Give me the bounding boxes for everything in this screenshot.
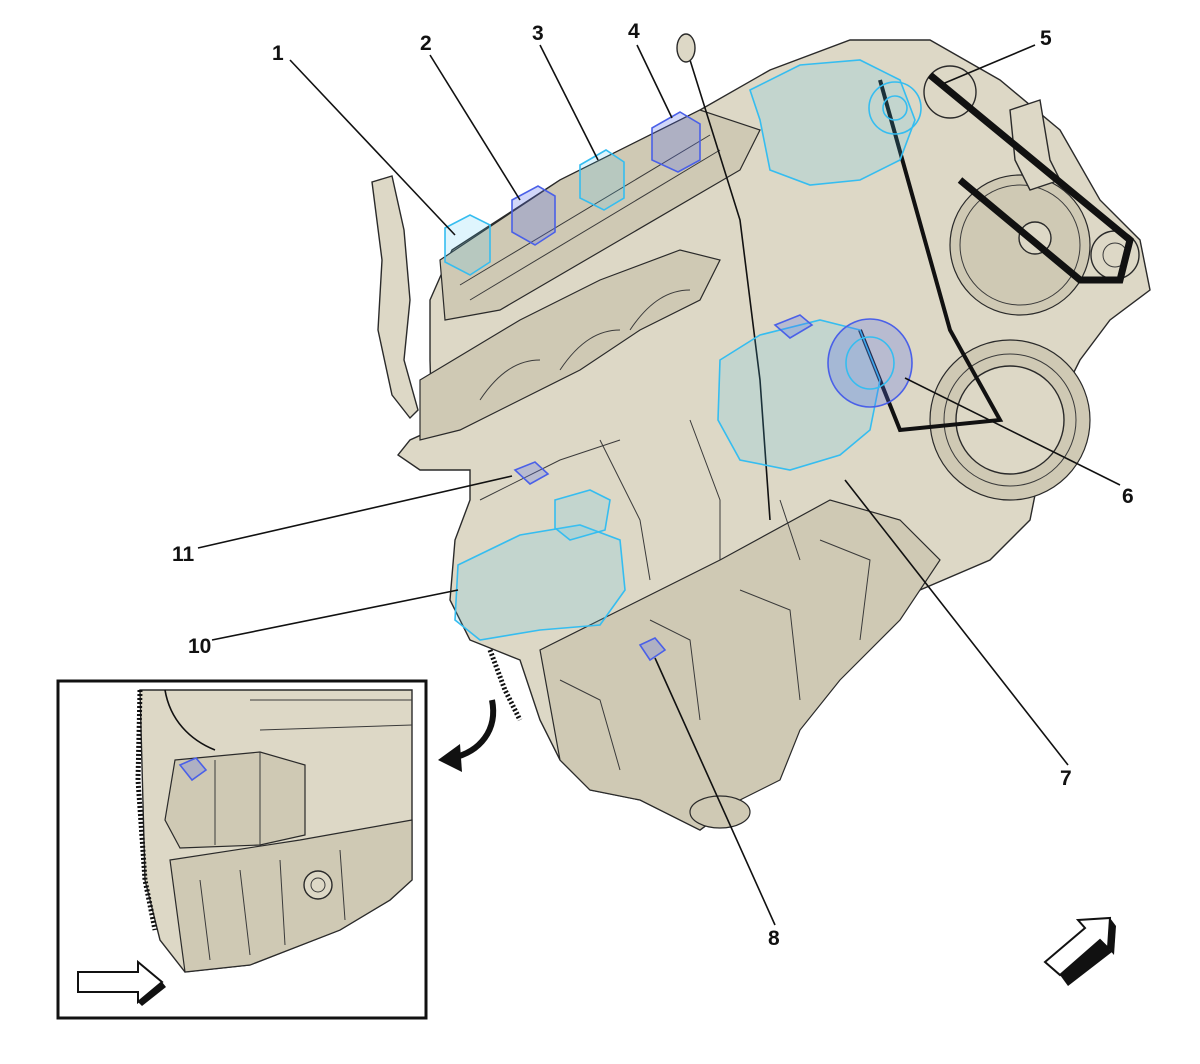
exhaust-manifold [419,249,721,441]
leader-line-4 [636,44,673,119]
leader-line-7 [844,479,1069,766]
inset-oil-pan [169,819,413,973]
starter-motor [454,524,626,641]
callout-1: 1 [272,42,284,65]
leader-lines [99,44,1121,926]
highlighted-components [444,59,922,662]
leader-line-8 [654,657,776,926]
dipstick-tube [689,59,771,521]
leader-line-11 [197,475,513,549]
leader-line-2 [429,54,521,201]
generator [717,319,881,471]
leader-line-5 [939,44,1036,86]
inset-sensor-9 [178,757,208,782]
callout-5: 5 [1040,27,1052,50]
engine-illustration [371,33,1151,831]
lift-bracket [371,175,419,420]
valve-cover [439,109,761,321]
drain-plug [689,795,751,829]
generator-connector [773,314,814,339]
knock-sensor [513,461,550,485]
callout-11: 11 [172,543,195,566]
inset-flywheel [135,689,158,931]
direction-arrow-icon [1043,916,1116,986]
direction-arrow-icon [77,959,166,1006]
flywheel-edge [487,649,523,722]
ignition-coil-4 [651,111,701,173]
oil-pan [539,499,941,831]
callout-7: 7 [1060,767,1072,790]
upper-compressor-pulley [868,81,922,135]
inset-drain-bolt [303,870,333,900]
ignition-coil-1 [444,214,491,276]
callout-3: 3 [532,22,544,45]
dipstick-handle [676,33,696,63]
drive-belt [927,72,1134,284]
generator-pulley [827,318,913,408]
ac-belt [858,79,1004,433]
ignition-coil-3 [579,149,625,211]
leader-line-10 [211,589,459,641]
leader-line-3 [539,44,599,161]
callout-10: 10 [188,635,211,658]
upper-compressor [749,59,916,186]
callout-8: 8 [768,927,780,950]
leader-line-1 [289,59,456,236]
starter-solenoid [554,489,611,541]
callout-4: 4 [628,20,640,43]
leader-line-6 [904,377,1121,486]
callout-labels: 1 2 3 4 5 6 7 8 9 10 11 [84,20,1134,950]
ignition-coil-2 [511,185,556,246]
curved-arrow-icon [438,699,497,772]
callout-6: 6 [1122,485,1134,508]
oil-level-sensor [638,637,667,662]
callout-2: 2 [420,32,432,55]
inset-starter [164,751,306,849]
inset-detail [56,679,428,1020]
